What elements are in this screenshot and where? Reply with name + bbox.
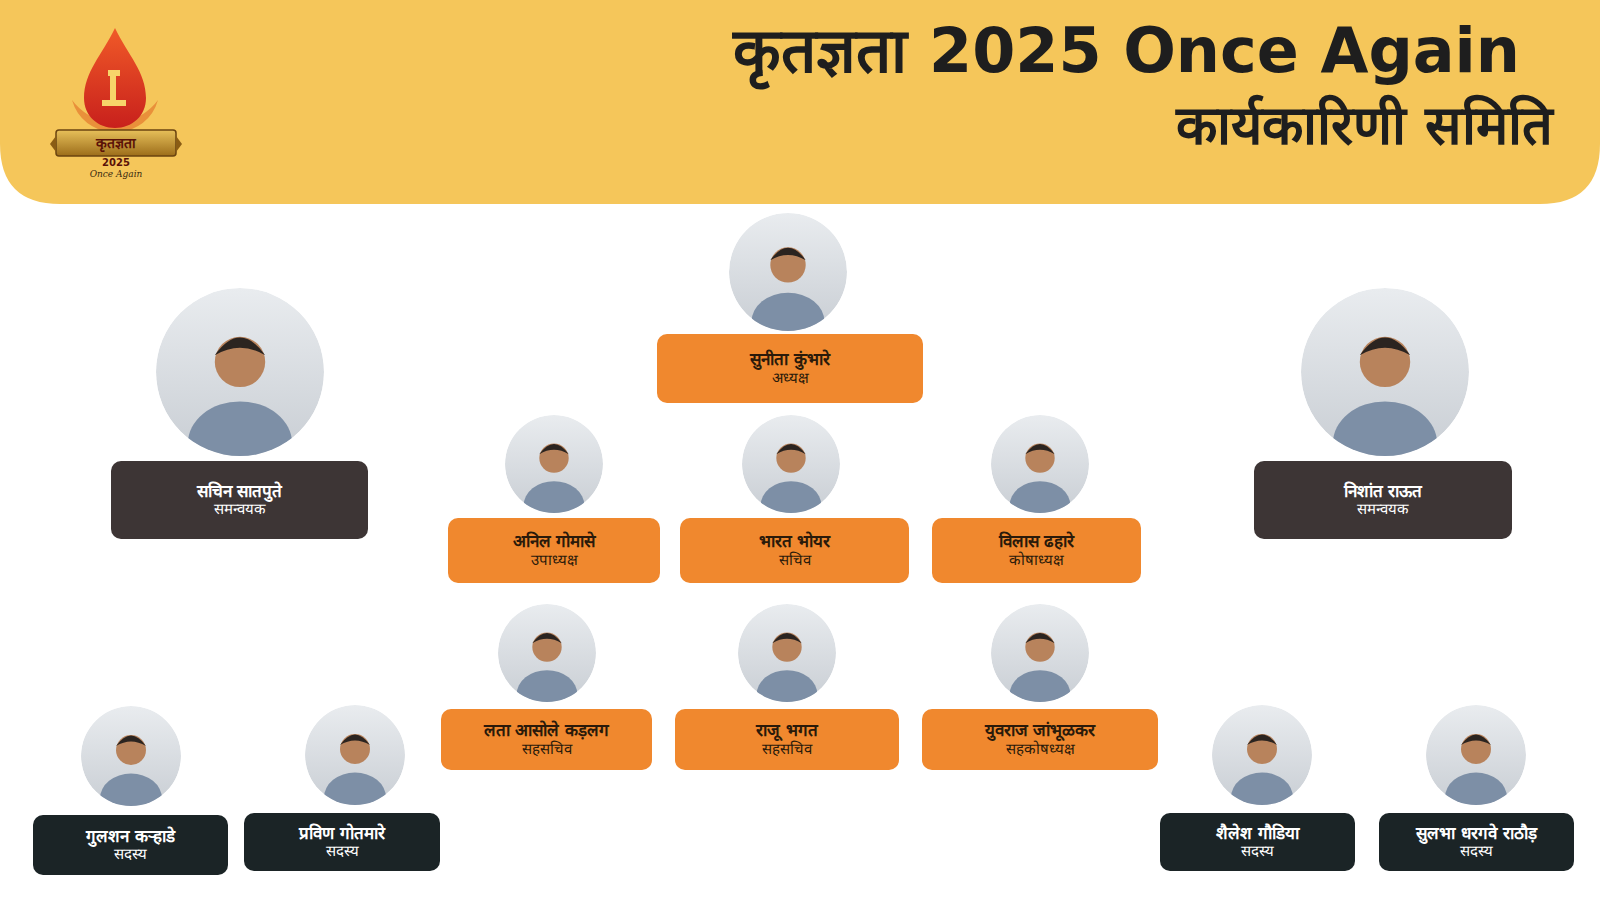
member-photo xyxy=(729,213,847,352)
member-photo xyxy=(1426,705,1526,823)
member-name: निशांत राऊत xyxy=(1344,482,1423,502)
member-box: सुलभा धरगवे राठौड़सदस्य xyxy=(1379,813,1574,871)
logo-text: कृतज्ञता xyxy=(96,133,136,152)
logo-tagline: Once Again xyxy=(90,169,143,179)
member-name: युवराज जांभूळकर xyxy=(985,721,1096,741)
member-photo xyxy=(1301,288,1469,485)
member-role: सदस्य xyxy=(1241,843,1274,860)
member-name: शैलेश गौडिया xyxy=(1216,824,1299,844)
member-box: युवराज जांभूळकरसहकोषध्यक्ष xyxy=(922,709,1158,770)
member-name: सचिन सातपुते xyxy=(197,482,283,502)
member-role: सदस्य xyxy=(326,843,359,860)
member-name: सुलभा धरगवे राठौड़ xyxy=(1416,824,1537,844)
member-role: अध्यक्ष xyxy=(772,370,809,387)
title: कृतज्ञता 2025 Once Again xyxy=(733,6,1520,90)
member-box: सचिन सातपुतेसमन्वयक xyxy=(111,461,368,539)
member-role: सचिव xyxy=(779,552,811,569)
member-photo xyxy=(156,288,324,485)
subtitle: कार्यकारिणी समिति xyxy=(1176,86,1553,160)
member-name: अनिल गोमासे xyxy=(513,532,596,552)
member-name: प्रविण गोतमारे xyxy=(299,824,385,844)
member-name: विलास ढहारे xyxy=(999,532,1075,552)
member-photo xyxy=(81,706,181,824)
member-role: उपाध्यक्ष xyxy=(531,552,578,569)
member-box: प्रविण गोतमारेसदस्य xyxy=(244,813,440,871)
member-role: कोषाध्यक्ष xyxy=(1009,552,1064,569)
member-box: निशांत राऊतसमन्वयक xyxy=(1254,461,1512,539)
member-photo xyxy=(991,604,1089,719)
member-photo xyxy=(738,604,836,719)
member-photo xyxy=(305,705,405,823)
member-box: गुलशन कऱ्हाडेसदस्य xyxy=(33,815,228,875)
member-role: सहसचिव xyxy=(762,741,812,758)
member-photo xyxy=(991,415,1089,530)
member-box: राजू भगतसहसचिव xyxy=(675,709,899,770)
member-name: राजू भगत xyxy=(756,721,818,741)
member-role: समन्वयक xyxy=(1357,501,1409,518)
member-name: लता आसोले कड़लग xyxy=(484,721,610,741)
member-box: लता आसोले कड़लगसहसचिव xyxy=(441,709,652,770)
member-box: सुनीता कुंभारेअध्यक्ष xyxy=(657,334,923,403)
member-box: भारत भोयरसचिव xyxy=(680,518,909,583)
logo xyxy=(50,28,182,156)
member-box: शैलेश गौडियासदस्य xyxy=(1160,813,1355,871)
member-role: समन्वयक xyxy=(214,501,266,518)
member-name: गुलशन कऱ्हाडे xyxy=(86,827,175,847)
member-photo xyxy=(505,415,603,530)
member-role: सदस्य xyxy=(1460,843,1493,860)
member-role: सहसचिव xyxy=(522,741,572,758)
member-role: सदस्य xyxy=(114,846,147,863)
member-role: सहकोषध्यक्ष xyxy=(1006,741,1075,758)
member-name: भारत भोयर xyxy=(759,532,831,552)
header-band xyxy=(0,0,1600,204)
member-photo xyxy=(498,604,596,719)
member-box: अनिल गोमासेउपाध्यक्ष xyxy=(448,518,660,583)
logo-year: 2025 xyxy=(102,157,130,168)
member-photo xyxy=(742,415,840,530)
member-photo xyxy=(1212,705,1312,823)
member-box: विलास ढहारेकोषाध्यक्ष xyxy=(932,518,1141,583)
member-name: सुनीता कुंभारे xyxy=(750,350,830,370)
photos xyxy=(81,213,1526,824)
